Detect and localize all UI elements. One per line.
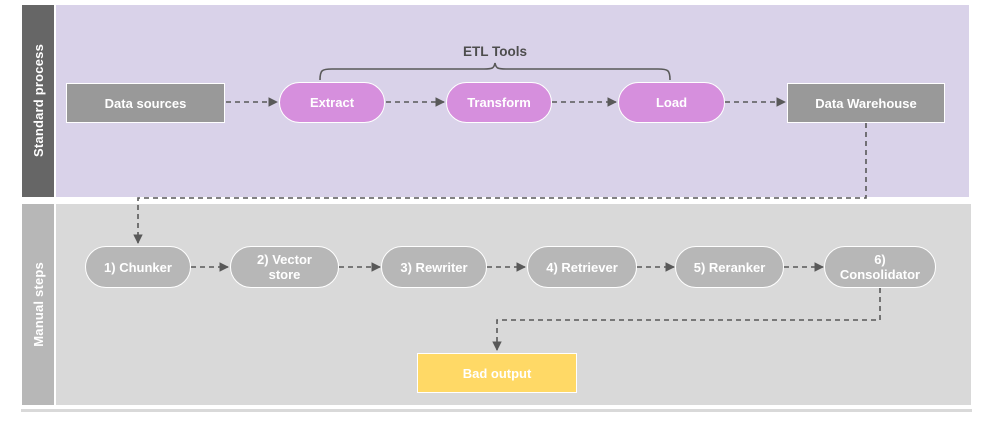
node-rewriter[interactable]: 3) Rewriter (381, 246, 487, 288)
node-bad-output[interactable]: Bad output (417, 353, 577, 393)
node-vector-store[interactable]: 2) Vector store (230, 246, 339, 288)
node-extract[interactable]: Extract (279, 82, 385, 123)
bottom-divider (21, 409, 972, 412)
node-consolidator[interactable]: 6) Consolidator (824, 246, 936, 288)
node-transform[interactable]: Transform (446, 82, 552, 123)
lane-header-manual-steps-label: Manual steps (30, 262, 46, 347)
node-data-warehouse[interactable]: Data Warehouse (787, 83, 945, 123)
lane-header-standard-process-label: Standard process (30, 44, 46, 158)
node-data-sources[interactable]: Data sources (66, 83, 225, 123)
node-reranker[interactable]: 5) Reranker (675, 246, 784, 288)
lane-header-manual-steps: Manual steps (21, 203, 55, 406)
node-load[interactable]: Load (618, 82, 725, 123)
node-retriever[interactable]: 4) Retriever (527, 246, 637, 288)
etl-tools-label: ETL Tools (463, 44, 527, 59)
lane-header-standard-process: Standard process (21, 4, 55, 198)
node-chunker[interactable]: 1) Chunker (85, 246, 191, 288)
